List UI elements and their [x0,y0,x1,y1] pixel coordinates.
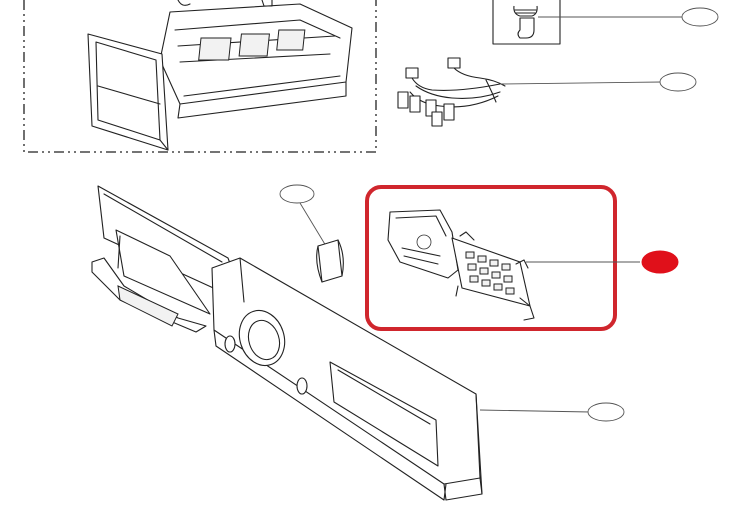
wire-harness-group [397,57,697,127]
hose-box [492,0,561,45]
hose-elbow [517,17,535,39]
harness-plug-3 [425,99,437,117]
callout-control-panel[interactable] [587,402,625,422]
harness-plug-4 [443,103,455,121]
callout-wire-harness[interactable] [659,72,697,92]
knob-cap [317,239,343,283]
pcb-bracket [387,209,459,279]
display-window [329,361,439,467]
start-button [296,377,308,395]
harness-plug-1 [397,91,409,109]
hose-connector-group [492,0,719,45]
detergent-drawer-group [23,0,377,153]
callout-pcb-assembly-selected[interactable] [641,250,679,274]
pcb-buttons [465,251,515,295]
program-knob-ring [238,309,286,367]
control-panel-group [91,185,625,501]
highlight-box [365,185,617,331]
pcb-board [451,237,531,307]
harness-plug-5 [431,111,443,127]
drawer-opening [115,229,211,315]
callout-hose-connector[interactable] [681,7,719,27]
knob-cap-group [279,184,344,283]
drawer-frame-dashdot [23,0,377,153]
harness-plug-top-right [447,57,461,69]
harness-plug-top-left [405,67,419,79]
callout-knob-cap[interactable] [279,184,315,204]
power-button [224,335,236,353]
harness-plug-2 [409,95,421,113]
pcb-assembly-group [365,185,679,331]
